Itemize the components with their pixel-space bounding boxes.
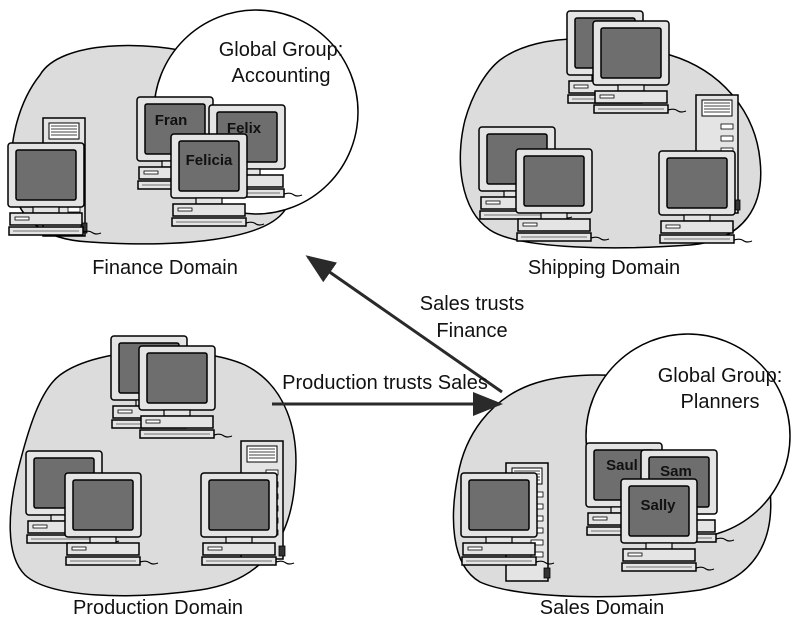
finance-domain: Global Group: Accounting Fran Felix Feli…	[7, 9, 359, 279]
sales-group-name: Planners	[681, 391, 760, 413]
user-sam: Sam	[660, 463, 692, 480]
sales-group-title: Global Group:	[658, 365, 783, 387]
user-saul: Saul	[606, 457, 638, 474]
sales-trusts-finance-arrow	[305, 255, 503, 394]
user-fran: Fran	[155, 112, 188, 129]
production-trusts-sales-label: Production trusts Sales	[282, 372, 488, 394]
finance-group-title: Global Group:	[219, 39, 344, 61]
production-domain: Production Domain	[9, 335, 297, 619]
user-felicia: Felicia	[186, 152, 233, 169]
sales-domain-label: Sales Domain	[540, 597, 665, 619]
finance-domain-label: Finance Domain	[92, 257, 238, 279]
sales-domain: Global Group: Planners Saul Sam Sally Sa…	[452, 333, 791, 619]
sales-trusts-finance-line2: Finance	[436, 320, 507, 342]
sales-trusts-finance-line1: Sales trusts	[420, 293, 524, 315]
user-sally: Sally	[640, 497, 676, 514]
shipping-domain-label: Shipping Domain	[528, 257, 680, 279]
user-felix: Felix	[227, 120, 262, 137]
shipping-domain: Shipping Domain	[459, 10, 762, 279]
finance-group-name: Accounting	[232, 65, 331, 87]
production-domain-label: Production Domain	[73, 597, 243, 619]
